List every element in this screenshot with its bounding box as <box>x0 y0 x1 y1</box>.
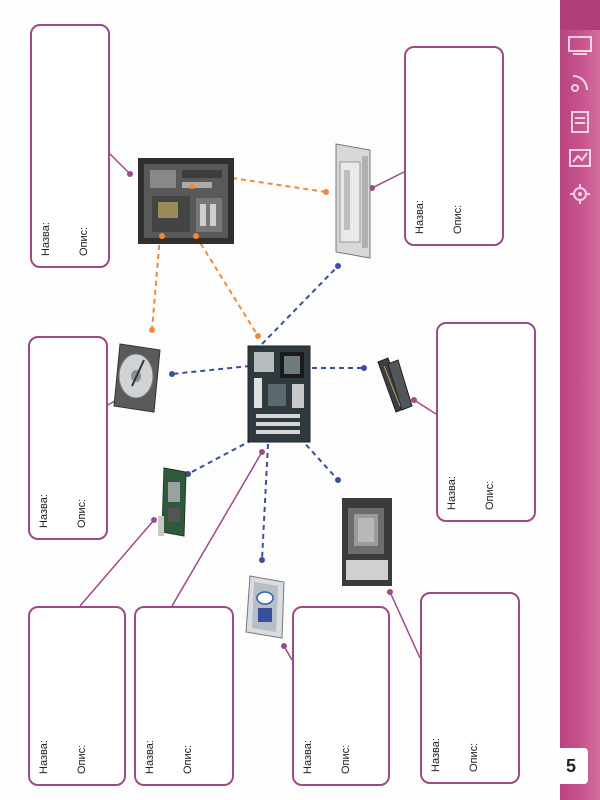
desc-label: Опис: <box>182 744 194 774</box>
card-labels: Назва: Опис: <box>442 430 502 510</box>
line-mobo-dvd <box>261 265 339 345</box>
desc-label: Опис: <box>484 480 496 510</box>
dot-cpu-blue <box>259 557 265 563</box>
answer-card-3[interactable]: Назва: Опис: <box>28 336 108 540</box>
desc-label: Опис: <box>452 204 464 234</box>
gear-icon <box>570 184 590 204</box>
line-mobo-gpu <box>187 439 253 475</box>
pointer-card1 <box>107 151 131 175</box>
name-label: Назва: <box>446 476 458 510</box>
pointer-card5 <box>79 519 155 607</box>
line-mobo-socket <box>299 437 339 481</box>
dot-socket-blue <box>335 477 341 483</box>
answer-card-4[interactable]: Назва: Опис: <box>436 322 536 522</box>
dot-hdd-blue <box>169 371 175 377</box>
video-card-image <box>158 467 187 537</box>
strip-header <box>560 0 600 30</box>
card-labels: Назва: Опис: <box>34 448 94 528</box>
hard-disk-image <box>113 343 161 413</box>
line-mobo-cpu <box>261 443 269 561</box>
card-labels: Назва: Опис: <box>34 694 94 774</box>
answer-card-6[interactable]: Назва: Опис: <box>134 606 234 786</box>
name-label: Назва: <box>144 740 156 774</box>
ram-modules-image <box>377 357 413 413</box>
cursor-icon <box>571 75 588 92</box>
chart-icon <box>569 149 591 167</box>
line-mobo-hdd <box>171 365 251 375</box>
pointer-card4 <box>413 399 437 415</box>
answer-card-1[interactable]: Назва: Опис: <box>30 24 110 268</box>
cpu-socket-image <box>342 498 392 586</box>
card-labels: Назва: Опис: <box>410 154 470 234</box>
page-number-box: 5 <box>554 748 588 784</box>
answer-card-2[interactable]: Назва: Опис: <box>404 46 504 246</box>
name-label: Назва: <box>38 740 50 774</box>
processor-image <box>245 575 285 639</box>
line-case-hdd <box>151 235 161 331</box>
dot-dvd-blue <box>335 263 341 269</box>
desc-label: Опис: <box>76 498 88 528</box>
dot-hdd-orange <box>149 327 155 333</box>
line-case-mobo <box>195 235 259 337</box>
card-labels: Назва: Опис: <box>140 694 200 774</box>
card-labels: Назва: Опис: <box>298 694 358 774</box>
name-label: Назва: <box>38 494 50 528</box>
dot-gpu-blue <box>185 471 191 477</box>
system-unit-image <box>138 158 234 244</box>
answer-card-5[interactable]: Назва: Опис: <box>28 606 126 786</box>
right-decorative-strip <box>560 0 600 800</box>
name-label: Назва: <box>40 222 52 256</box>
desc-label: Опис: <box>340 744 352 774</box>
answer-card-7[interactable]: Назва: Опис: <box>292 606 390 786</box>
desc-label: Опис: <box>78 226 90 256</box>
desc-label: Опис: <box>76 744 88 774</box>
dot-ram-blue <box>361 365 367 371</box>
name-label: Назва: <box>302 740 314 774</box>
dot-mobo-orange <box>255 333 261 339</box>
card-labels: Назва: Опис: <box>426 692 486 772</box>
pointer-card6 <box>171 451 263 607</box>
monitor-icon <box>568 36 592 55</box>
optical-drive-image <box>335 143 371 259</box>
page-number: 5 <box>565 756 576 776</box>
card-labels: Назва: Опис: <box>36 176 96 256</box>
connection-lines <box>79 151 437 661</box>
pointer-card2 <box>371 171 405 189</box>
line-case-dvd <box>231 177 327 193</box>
name-label: Назва: <box>430 738 442 772</box>
desc-label: Опис: <box>468 742 480 772</box>
dot-dvd-orange <box>323 189 329 195</box>
document-icon <box>571 111 589 133</box>
motherboard-image <box>247 345 311 443</box>
name-label: Назва: <box>414 200 426 234</box>
answer-card-8[interactable]: Назва: Опис: <box>420 592 520 784</box>
pointer-card8 <box>389 591 421 659</box>
